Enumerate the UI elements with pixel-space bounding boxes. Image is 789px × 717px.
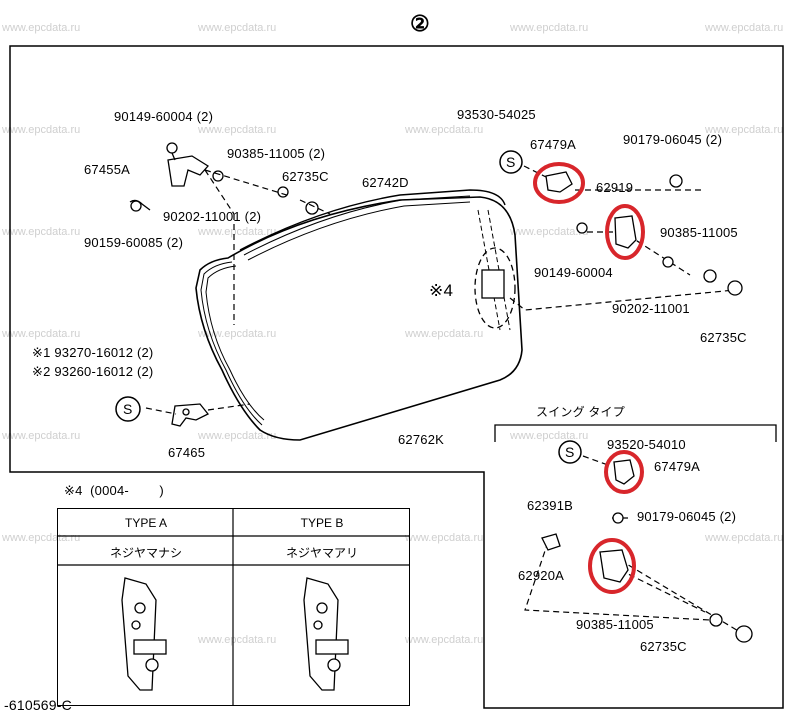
s-clip-letter: S — [565, 444, 575, 460]
part-label: 90179-06045 (2) — [637, 509, 737, 524]
part-label: 62735C — [700, 330, 747, 345]
part-label: ※4 — [429, 281, 454, 300]
watermark: www.epcdata.ru — [2, 430, 81, 442]
watermark: www.epcdata.ru — [705, 532, 784, 544]
watermark: www.epcdata.ru — [198, 328, 277, 340]
part-label: 93520-54010 — [607, 437, 686, 452]
part-label: 67479A — [530, 137, 577, 152]
glass-panel — [195, 189, 523, 441]
watermark: www.epcdata.ru — [405, 328, 484, 340]
part-label: ※1 93270-16012 (2) — [32, 345, 154, 360]
watermark: www.epcdata.ru — [2, 124, 81, 136]
watermark: www.epcdata.ru — [510, 22, 589, 34]
part-label: 90149-60004 (2) — [114, 109, 214, 124]
watermark: www.epcdata.ru — [2, 22, 81, 34]
watermark: www.epcdata.ru — [405, 124, 484, 136]
part-label: 62742D — [362, 175, 409, 190]
highlight-67479a-top — [533, 162, 585, 204]
watermark: www.epcdata.ru — [198, 430, 277, 442]
type-a-hinge-drawing — [121, 577, 167, 691]
part-label: 90385-11005 (2) — [227, 146, 326, 161]
part-label: 90149-60004 — [534, 265, 613, 280]
part-label: 62919 — [596, 180, 634, 195]
watermark: www.epcdata.ru — [705, 124, 784, 136]
swing-type-title: スイング タイプ — [536, 405, 625, 419]
part-label: 62735C — [282, 169, 329, 184]
part-label: 67455A — [84, 162, 131, 177]
part-label: 90179-06045 (2) — [623, 132, 723, 147]
part-label: 93530-54025 — [457, 107, 536, 122]
highlight-62920a — [588, 538, 636, 594]
watermark: www.epcdata.ru — [405, 532, 484, 544]
type-a-header: TYPE A — [124, 516, 168, 530]
note-title: ※4 (0004- ) — [64, 483, 164, 498]
part-label: 67479A — [654, 459, 701, 474]
type-table: TYPE A TYPE B ネジヤマナシ ネジヤマアリ — [57, 508, 410, 706]
s-clip-letter: S — [506, 154, 516, 170]
part-label: 62762K — [398, 432, 445, 447]
part-label: 67465 — [168, 445, 206, 460]
highlight-62919 — [605, 204, 645, 260]
watermark: www.epcdata.ru — [2, 328, 81, 340]
watermark: www.epcdata.ru — [198, 634, 277, 646]
swing-type-bracket — [494, 424, 777, 442]
watermark: www.epcdata.ru — [198, 226, 277, 238]
s-clip-circle — [558, 440, 582, 464]
watermark: www.epcdata.ru — [198, 124, 277, 136]
part-label: 62391B — [527, 498, 574, 513]
hinge-part — [481, 269, 505, 299]
part-label: 62735C — [640, 639, 687, 654]
type-b-subheader: ネジヤマアリ — [285, 546, 358, 560]
part-label: 62920A — [518, 568, 565, 583]
type-b-hinge-drawing — [303, 577, 349, 691]
type-b-header: TYPE B — [300, 516, 344, 530]
diagram-code: -610569-C — [4, 697, 72, 713]
part-label: 90385-11005 — [576, 617, 654, 632]
watermark: www.epcdata.ru — [2, 532, 81, 544]
part-label: 90385-11005 — [660, 225, 738, 240]
part-label: ※2 93260-16012 (2) — [32, 364, 154, 379]
part-label: 90202-11001 (2) — [163, 209, 262, 224]
part-label: 90159-60085 (2) — [84, 235, 184, 250]
type-a-subheader: ネジヤマナシ — [109, 546, 182, 560]
section-number: ② — [410, 11, 430, 36]
diagram-frame — [9, 45, 784, 709]
watermark: www.epcdata.ru — [510, 430, 589, 442]
hinge-callout-ellipse — [474, 247, 516, 329]
s-clip-letter: S — [123, 401, 133, 417]
highlight-67479a-swing — [604, 450, 644, 494]
lower-bracket — [171, 403, 210, 427]
watermark: www.epcdata.ru — [510, 226, 589, 238]
watermark: www.epcdata.ru — [198, 22, 277, 34]
s-clip-circle — [499, 150, 523, 174]
watermark: www.epcdata.ru — [2, 226, 81, 238]
watermark: www.epcdata.ru — [705, 22, 784, 34]
watermark: www.epcdata.ru — [405, 634, 484, 646]
part-label: 90202-11001 — [612, 301, 690, 316]
s-clip-circle — [115, 396, 141, 422]
